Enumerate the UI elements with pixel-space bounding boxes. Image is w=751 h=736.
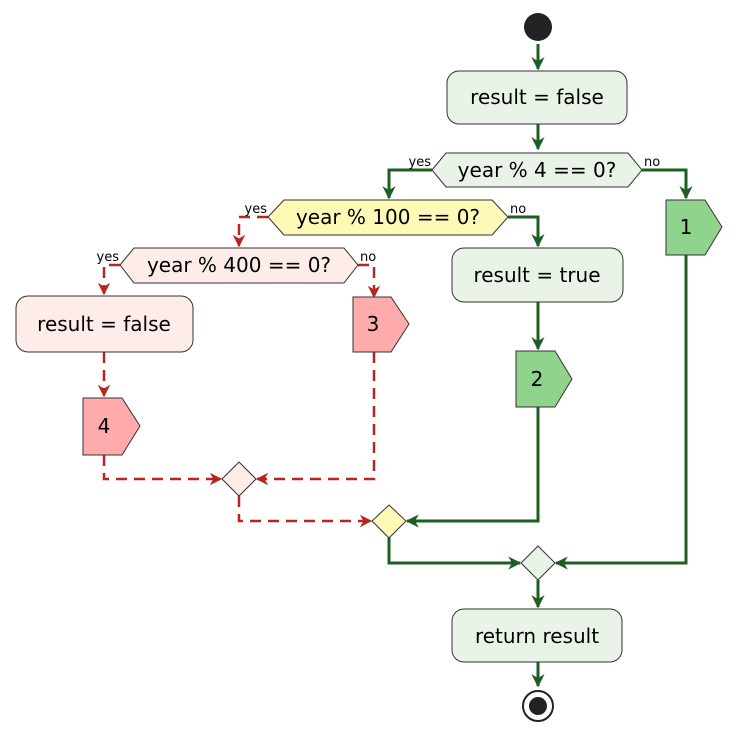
edge-cond-100-no <box>508 215 545 248</box>
edge-marker-1-to-final-merge <box>554 255 688 570</box>
start-node <box>524 13 552 41</box>
cond-400-no-label: no <box>360 250 376 265</box>
action-set-true-label: result = true <box>473 263 600 287</box>
edge-marker-4-to-red-merge <box>102 455 223 486</box>
action-return: return result <box>451 608 623 663</box>
action-set-true: result = true <box>451 247 624 303</box>
marker-3-label: 3 <box>367 312 380 336</box>
decision-year-mod-4: year % 4 == 0? <box>431 152 643 188</box>
edge-cond-100-yes <box>232 215 268 248</box>
cond-4-yes-label: yes <box>409 155 432 170</box>
marker-2: 2 <box>515 350 573 408</box>
merge-red-branch <box>221 461 257 497</box>
edge-cond-400-yes <box>97 263 120 296</box>
edge-marker-3-to-red-merge <box>255 352 376 486</box>
merge-final <box>520 545 556 581</box>
end-node <box>522 690 554 722</box>
action-init: result = false <box>446 70 628 125</box>
cond-100-yes-label: yes <box>245 202 268 217</box>
decision-year-mod-4-label: year % 4 == 0? <box>458 158 617 182</box>
action-init-label: result = false <box>470 85 604 109</box>
edge-merge-to-final-merge <box>387 537 522 570</box>
edge-cond-400-no <box>358 263 381 299</box>
cond-400-yes-label: yes <box>97 250 120 265</box>
marker-3: 3 <box>352 296 410 353</box>
action-set-false: result = false <box>15 295 194 353</box>
branch-labels: yes no yes no yes no <box>97 155 661 265</box>
edges <box>97 44 693 688</box>
edge-marker-2-to-merge <box>405 407 540 528</box>
decision-year-mod-100-label: year % 100 == 0? <box>296 205 480 229</box>
action-set-false-label: result = false <box>37 312 171 336</box>
marker-4: 4 <box>82 397 141 456</box>
decision-year-mod-400-label: year % 400 == 0? <box>147 253 331 277</box>
marker-4-label: 4 <box>98 414 111 438</box>
edge-cond-4-yes <box>382 168 432 200</box>
merge-yellow-branch <box>371 504 407 539</box>
marker-2-label: 2 <box>531 367 544 391</box>
action-return-label: return result <box>475 624 599 648</box>
marker-1-label: 1 <box>680 215 693 239</box>
cond-100-no-label: no <box>510 202 526 217</box>
marker-1: 1 <box>665 199 723 256</box>
edge-cond-4-no <box>642 168 693 200</box>
cond-4-no-label: no <box>644 155 660 170</box>
edge-red-merge-to-merge <box>237 496 373 528</box>
decision-year-mod-400: year % 400 == 0? <box>119 247 359 284</box>
decision-year-mod-100: year % 100 == 0? <box>267 199 509 236</box>
